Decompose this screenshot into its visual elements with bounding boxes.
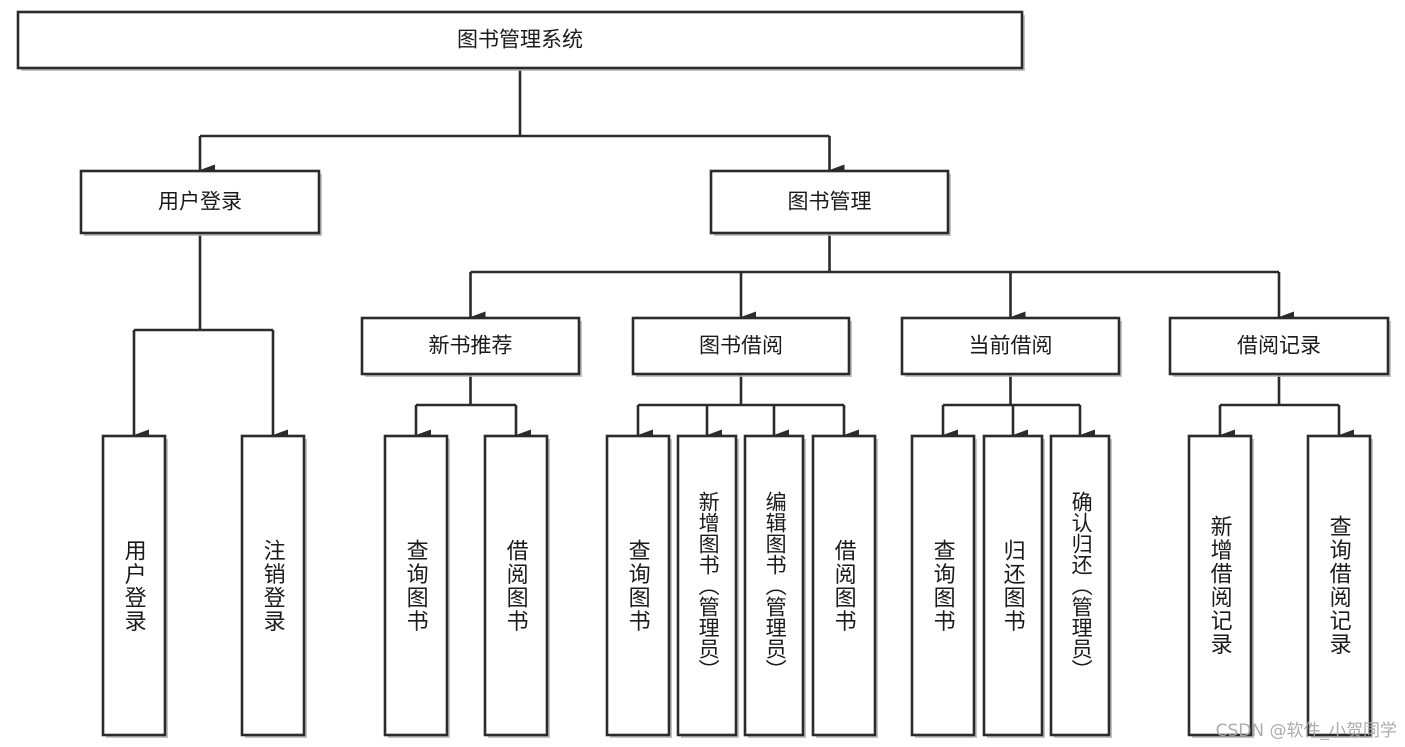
node-level3-label-3: 借阅记录 xyxy=(1237,335,1321,358)
node-root-label: 图书管理系统 xyxy=(457,29,583,52)
node-level3-label-2: 当前借阅 xyxy=(969,335,1053,358)
node-leaf-box-4[interactable] xyxy=(605,434,671,737)
node-leaf-box-12[interactable] xyxy=(1306,434,1372,737)
node-leaf-box-10[interactable] xyxy=(1049,434,1111,737)
connector-lines xyxy=(132,68,1354,441)
node-level3-label-1: 图书借阅 xyxy=(699,335,783,358)
node-boxes xyxy=(16,10,1391,738)
node-leaf-box-6[interactable] xyxy=(743,434,805,737)
node-level2-box-0[interactable] xyxy=(79,169,321,235)
node-level3-box-2[interactable] xyxy=(900,316,1121,376)
node-leaf-box-0[interactable] xyxy=(101,434,167,737)
node-leaf-box-2[interactable] xyxy=(383,434,449,737)
node-level3-box-1[interactable] xyxy=(631,316,851,376)
watermark-text: CSDN @软件_小贺同学 xyxy=(1215,721,1397,741)
node-leaf-box-9[interactable] xyxy=(982,434,1044,737)
node-leaf-box-5[interactable] xyxy=(676,434,738,737)
node-level2-box-1[interactable] xyxy=(709,169,950,235)
node-leaf-box-1[interactable] xyxy=(240,434,306,737)
node-level3-box-3[interactable] xyxy=(1168,316,1390,376)
node-level3-label-0: 新书推荐 xyxy=(429,335,513,358)
node-level2-label-0: 用户登录 xyxy=(158,191,242,214)
node-leaf-box-3[interactable] xyxy=(483,434,549,737)
node-leaf-box-11[interactable] xyxy=(1187,434,1253,737)
node-level3-box-0[interactable] xyxy=(360,316,581,376)
node-root-box[interactable] xyxy=(16,10,1024,70)
node-level2-label-1: 图书管理 xyxy=(788,191,872,214)
node-leaf-box-8[interactable] xyxy=(910,434,976,737)
node-leaf-box-7[interactable] xyxy=(811,434,877,737)
